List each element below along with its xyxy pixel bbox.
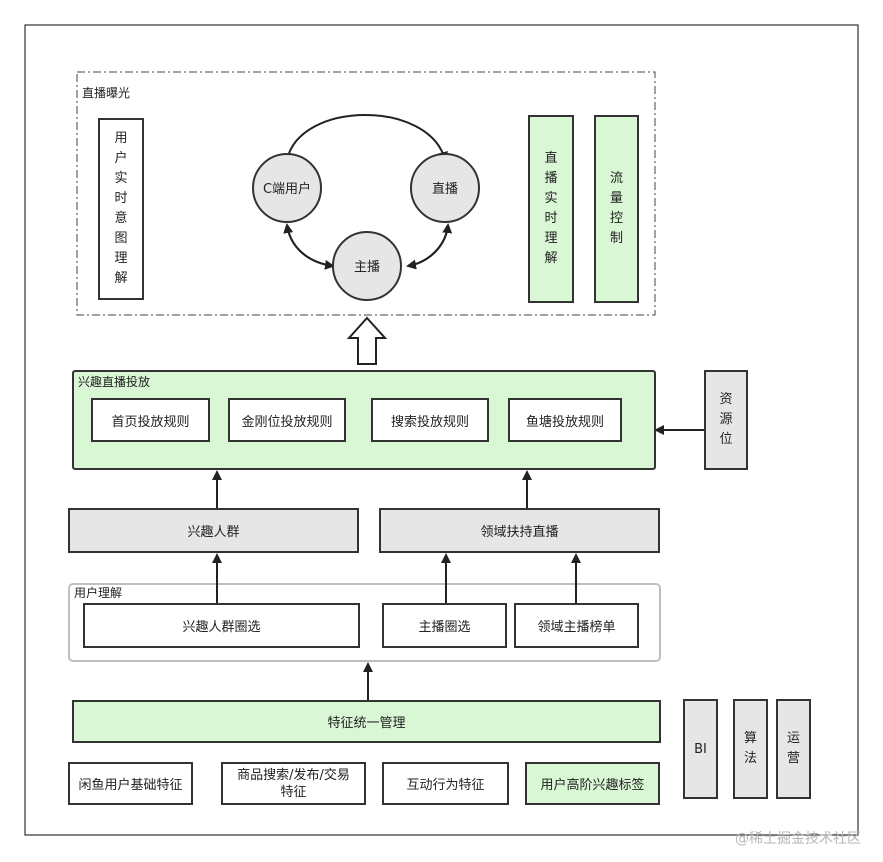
intent-char: 意: [114, 211, 128, 226]
anchor-select-box: 主播圈选: [382, 603, 507, 648]
feature-line: 商品搜索/发布/交易: [237, 767, 350, 783]
node-c-user-label: C端用户: [262, 182, 312, 197]
traffic-control-box: 流 量 控 制: [594, 115, 639, 303]
understanding-char: 解: [544, 251, 558, 266]
intent-char: 户: [114, 151, 128, 166]
resource-char: 源: [719, 412, 733, 427]
user-understanding-title: 用户理解: [74, 586, 123, 600]
intent-char: 时: [114, 191, 128, 206]
rule-kingkong: 金刚位投放规则: [228, 398, 346, 442]
arrow-anchor-to-live: [407, 223, 453, 267]
live-realtime-understanding-box: 直 播 实 时 理 解: [528, 115, 574, 303]
user-realtime-intent-box: 用 户 实 时 意 图 理 解: [98, 118, 144, 300]
resource-slot-box: 资 源 位: [704, 370, 748, 470]
node-anchor: [332, 231, 402, 301]
rule-fishpond: 鱼塘投放规则: [508, 398, 622, 442]
node-c-user: [252, 153, 322, 223]
understanding-char: 时: [544, 211, 558, 226]
node-live: [410, 153, 480, 223]
feature-basic-user: 闲鱼用户基础特征: [68, 762, 193, 805]
node-live-label: 直播: [431, 182, 458, 197]
understanding-char: 播: [544, 171, 558, 186]
arrow-anchor-to-cuser: [283, 223, 334, 267]
algorithm-char: 法: [743, 751, 757, 766]
intent-char: 解: [114, 271, 128, 286]
traffic-char: 流: [609, 171, 623, 186]
intent-char: 实: [114, 171, 128, 186]
feature-unified-management-box: 特征统一管理: [72, 700, 661, 743]
intent-char: 图: [114, 231, 128, 246]
interest-crowd-box: 兴趣人群: [68, 508, 359, 553]
rule-homepage: 首页投放规则: [91, 398, 210, 442]
rule-search: 搜索投放规则: [371, 398, 489, 442]
traffic-char: 制: [609, 231, 623, 246]
feature-line: 特征: [280, 784, 307, 800]
traffic-char: 控: [609, 211, 623, 226]
arrow-cuser-to-live: [286, 114, 448, 162]
domain-support-live-box: 领域扶持直播: [379, 508, 660, 553]
resource-char: 资: [719, 392, 733, 407]
understanding-char: 直: [544, 151, 558, 166]
feature-interaction: 互动行为特征: [382, 762, 509, 805]
resource-char: 位: [719, 432, 733, 447]
operations-char: 营: [786, 751, 800, 766]
operations-box: 运 营: [776, 699, 811, 799]
node-anchor-label: 主播: [353, 260, 380, 275]
watermark: @稀土掘金技术社区: [735, 831, 861, 847]
algorithm-char: 算: [743, 731, 757, 746]
user-understanding-group: [68, 583, 661, 662]
live-exposure-title: 直播曝光: [82, 86, 131, 100]
arrow-cuser-to-anchor: [286, 224, 335, 270]
understanding-char: 理: [544, 231, 558, 246]
algorithm-box: 算 法: [733, 699, 768, 799]
interest-crowd-select-box: 兴趣人群圈选: [83, 603, 360, 648]
feature-advanced-interest-tags: 用户高阶兴趣标签: [525, 762, 660, 805]
bi-box: BI: [683, 699, 718, 799]
feature-search-publish-trade: 商品搜索/发布/交易 特征: [221, 762, 366, 805]
operations-char: 运: [786, 731, 800, 746]
traffic-char: 量: [609, 191, 623, 206]
intent-char: 用: [114, 131, 128, 146]
outer-frame: [24, 24, 859, 836]
domain-anchor-ranking-box: 领域主播榜单: [514, 603, 639, 648]
hollow-up-arrow: [346, 316, 388, 365]
live-exposure-group: [76, 71, 656, 316]
intent-char: 理: [114, 251, 128, 266]
understanding-char: 实: [544, 191, 558, 206]
arrow-live-to-anchor: [406, 224, 449, 270]
delivery-title: 兴趣直播投放: [78, 375, 151, 389]
